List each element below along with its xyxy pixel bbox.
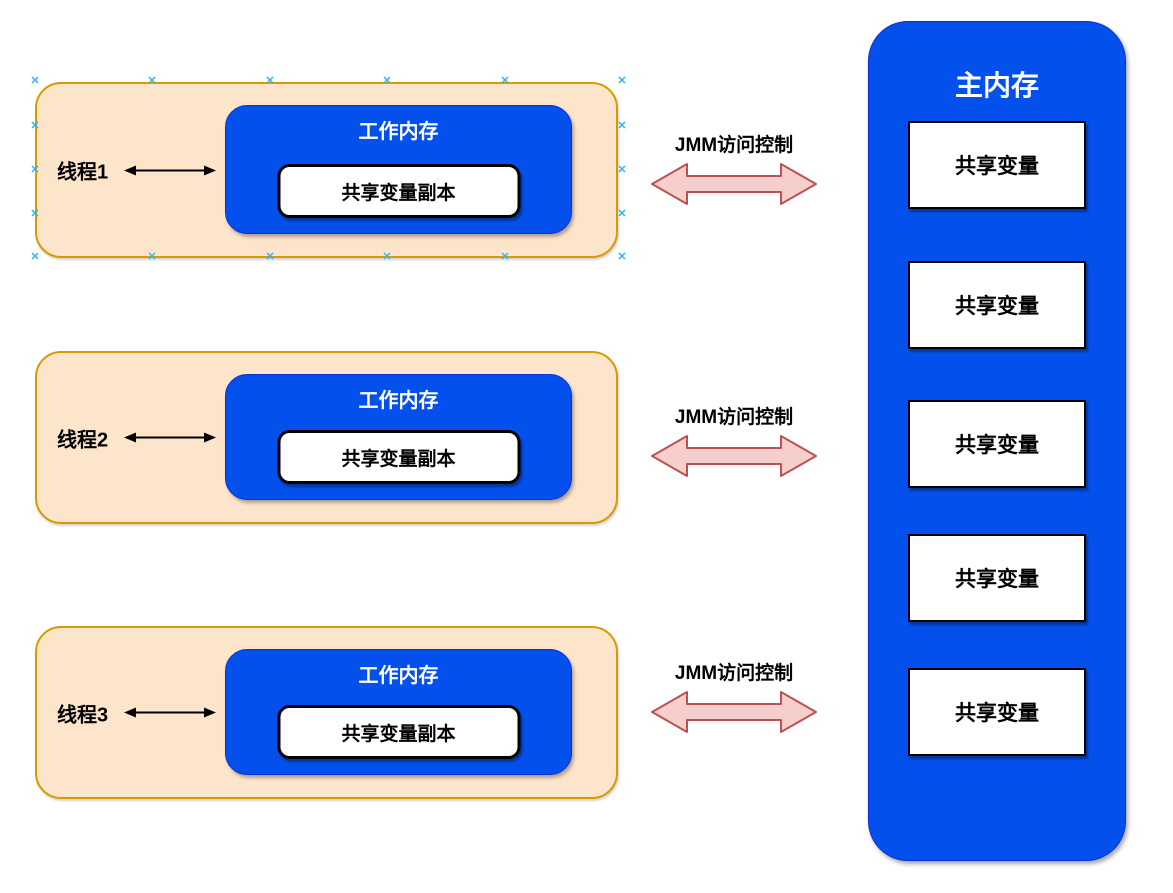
shared-variable-box[interactable]: 共享变量: [908, 534, 1086, 622]
connection-point-icon[interactable]: ✕: [382, 75, 392, 87]
connection-point-icon[interactable]: ✕: [617, 75, 627, 87]
working-memory-box[interactable]: 工作内存 共享变量副本: [225, 374, 572, 500]
connection-point-icon[interactable]: ✕: [147, 75, 157, 87]
connection-point-icon[interactable]: ✕: [617, 208, 627, 220]
thread-box-1[interactable]: 线程1 工作内存 共享变量副本: [35, 82, 618, 258]
thread-1-left-group: 线程1: [57, 156, 217, 185]
jmm-double-arrow-icon[interactable]: [649, 161, 819, 207]
jmm-access-control-label: JMM访问控制: [674, 663, 794, 684]
connection-point-icon[interactable]: ✕: [30, 120, 40, 132]
connection-point-icon[interactable]: ✕: [265, 75, 275, 87]
connection-point-icon[interactable]: ✕: [500, 251, 510, 263]
jmm-arrow-group-1: JMM访问控制: [648, 130, 820, 207]
thread-2-left-group: 线程2: [57, 423, 217, 452]
connection-point-icon[interactable]: ✕: [30, 208, 40, 220]
bidirectional-arrow-icon[interactable]: [124, 705, 217, 721]
thread-label: 线程3: [57, 704, 109, 726]
connection-point-icon[interactable]: ✕: [617, 164, 627, 176]
thread-box-3[interactable]: 线程3 工作内存 共享变量副本: [35, 626, 618, 799]
shared-variable-copy-box[interactable]: 共享变量副本: [277, 705, 520, 759]
shared-variable-copy-box[interactable]: 共享变量副本: [277, 164, 520, 218]
working-memory-box[interactable]: 工作内存 共享变量副本: [225, 105, 572, 234]
shared-variable-box[interactable]: 共享变量: [908, 121, 1086, 209]
shared-variable-box[interactable]: 共享变量: [908, 668, 1086, 756]
jmm-access-control-label: JMM访问控制: [674, 407, 794, 428]
working-memory-title: 工作内存: [358, 121, 439, 143]
connection-point-icon[interactable]: ✕: [30, 164, 40, 176]
working-memory-title: 工作内存: [358, 390, 439, 412]
shared-variable-box[interactable]: 共享变量: [908, 261, 1086, 349]
thread-3-left-group: 线程3: [57, 698, 217, 727]
main-memory-box[interactable]: 主内存 共享变量 共享变量 共享变量 共享变量 共享变量: [868, 21, 1126, 861]
connection-point-icon[interactable]: ✕: [617, 251, 627, 263]
bidirectional-arrow-icon[interactable]: [124, 162, 217, 178]
connection-point-icon[interactable]: ✕: [30, 251, 40, 263]
thread-label: 线程1: [57, 161, 109, 184]
bidirectional-arrow-icon[interactable]: [124, 430, 217, 446]
connection-point-icon[interactable]: ✕: [382, 251, 392, 263]
thread-label: 线程2: [57, 429, 109, 451]
connection-point-icon[interactable]: ✕: [500, 75, 510, 87]
connection-point-icon[interactable]: ✕: [265, 251, 275, 263]
thread-box-2[interactable]: 线程2 工作内存 共享变量副本: [35, 351, 618, 524]
working-memory-title: 工作内存: [358, 665, 439, 687]
connection-point-icon[interactable]: ✕: [30, 75, 40, 87]
connection-point-icon[interactable]: ✕: [147, 251, 157, 263]
main-memory-title: 主内存: [954, 70, 1039, 101]
shared-variable-copy-box[interactable]: 共享变量副本: [277, 430, 520, 484]
working-memory-box[interactable]: 工作内存 共享变量副本: [225, 649, 572, 775]
jmm-arrow-group-2: JMM访问控制: [648, 402, 820, 479]
jmm-double-arrow-icon[interactable]: [649, 689, 819, 735]
jmm-double-arrow-icon[interactable]: [649, 433, 819, 479]
jmm-access-control-label: JMM访问控制: [674, 135, 794, 156]
shared-variable-box[interactable]: 共享变量: [908, 400, 1086, 488]
connection-point-icon[interactable]: ✕: [617, 120, 627, 132]
jmm-arrow-group-3: JMM访问控制: [648, 658, 820, 735]
